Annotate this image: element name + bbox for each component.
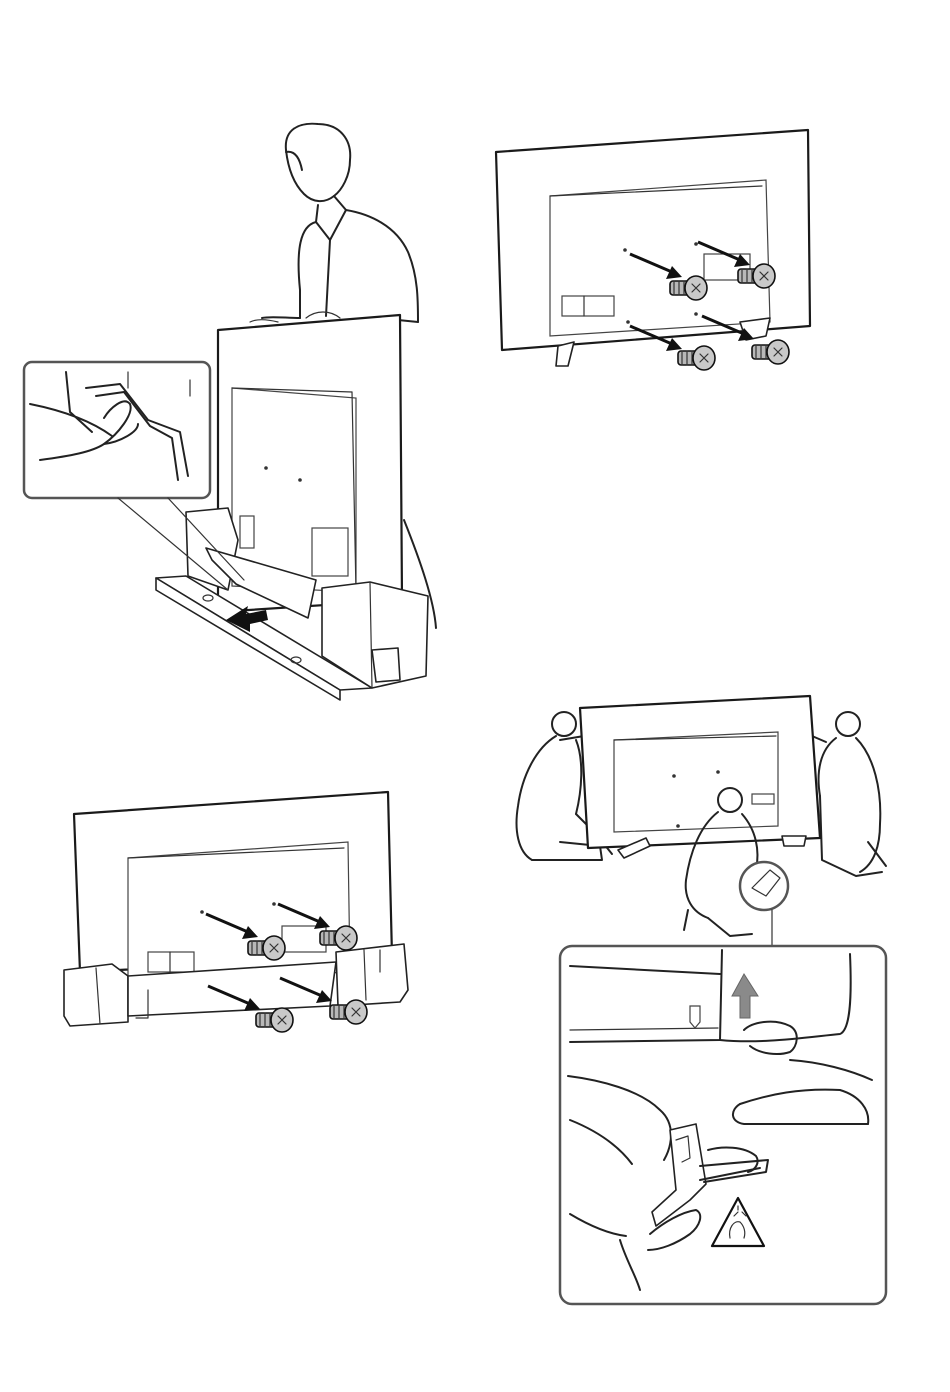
zoom-inset-box-cover [24, 362, 210, 498]
screw-icon [752, 340, 789, 364]
zoom-circle [740, 862, 788, 910]
step-1-group [24, 124, 436, 700]
step-4-group [517, 696, 886, 1304]
person-figure [812, 712, 886, 876]
screw-icon [256, 1008, 293, 1032]
step-3-group [64, 792, 408, 1032]
step-2-group [496, 130, 810, 370]
screw-icon [678, 346, 715, 370]
screw-icon [330, 1000, 367, 1024]
